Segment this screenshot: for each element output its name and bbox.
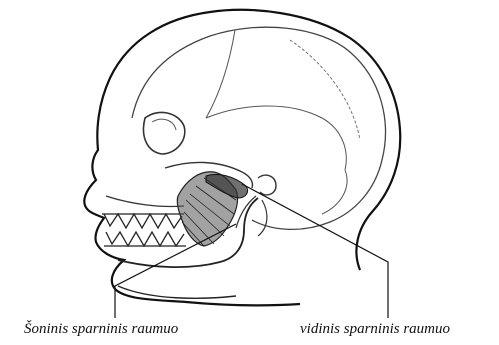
upper-teeth <box>104 214 182 228</box>
mastoid <box>258 200 267 236</box>
coronal-suture <box>206 30 235 118</box>
ear-canal <box>258 175 276 195</box>
medial-pterygoid-label: vidinis sparninis raumuo <box>300 322 450 337</box>
maxilla <box>106 196 184 207</box>
skull-back-suture <box>290 40 360 140</box>
neck-front <box>118 286 236 298</box>
lower-teeth <box>106 232 184 246</box>
lateral-pterygoid-label: Šoninis sparninis raumuo <box>24 322 178 337</box>
orbit-inner <box>152 119 176 130</box>
mandible-ramus <box>236 196 256 228</box>
orbit <box>144 112 185 154</box>
squamous-suture <box>206 106 346 170</box>
skull-outline <box>132 27 385 229</box>
lambdoid-suture <box>322 170 347 214</box>
